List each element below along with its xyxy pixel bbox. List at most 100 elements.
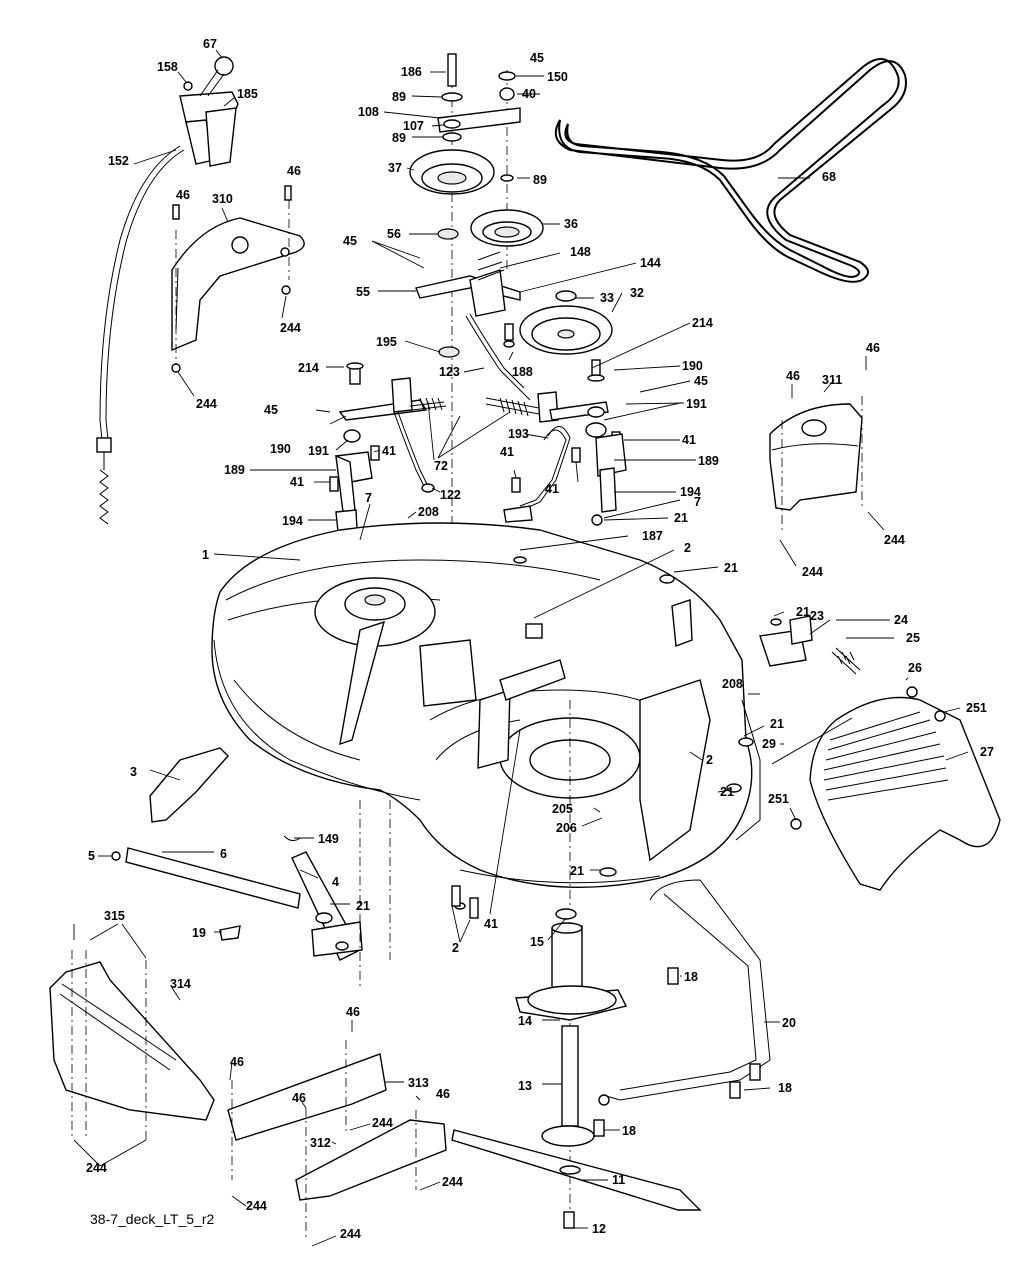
- callout: 26: [908, 661, 922, 675]
- callout: 37: [388, 161, 402, 175]
- callout: 21: [356, 899, 370, 913]
- callout: 244: [802, 565, 823, 579]
- callout: 244: [884, 533, 905, 547]
- callout: 214: [298, 361, 319, 375]
- callout: 206: [556, 821, 577, 835]
- callout: 72: [434, 459, 448, 473]
- callout: 251: [966, 701, 987, 715]
- callout: 6: [220, 847, 227, 861]
- callout: 2: [452, 941, 459, 955]
- front-brackets: [111, 747, 391, 990]
- callout: 314: [170, 977, 191, 991]
- callout: 152: [108, 154, 129, 168]
- right-idler-arm: [485, 359, 627, 526]
- callout: 15: [530, 935, 544, 949]
- callout: 41: [382, 444, 396, 458]
- belt-68-drawing: [554, 57, 907, 283]
- callout: 186: [401, 65, 422, 79]
- callout: 32: [630, 286, 644, 300]
- callout: 208: [722, 677, 743, 691]
- callout: 251: [768, 792, 789, 806]
- callout: 194: [680, 485, 701, 499]
- callout: 205: [552, 802, 573, 816]
- callout: 45: [264, 403, 278, 417]
- callout: 7: [694, 495, 701, 509]
- mower-deck-1-drawing: [211, 522, 761, 889]
- discharge-chute-27: [599, 615, 1001, 891]
- callout: 190: [270, 442, 291, 456]
- callout: 2: [706, 753, 713, 767]
- callout: 21: [796, 605, 810, 619]
- callout: 187: [642, 529, 663, 543]
- callout: 67: [203, 37, 217, 51]
- callout: 24: [894, 613, 908, 627]
- callout: 148: [570, 245, 591, 259]
- callout: 312: [310, 1136, 331, 1150]
- callout: 41: [290, 475, 304, 489]
- cover-311-drawing: [769, 396, 863, 530]
- callout: 244: [372, 1116, 393, 1130]
- callout: 123: [439, 365, 460, 379]
- rear-covers: [49, 950, 447, 1240]
- callout: 27: [980, 745, 994, 759]
- callout: 158: [157, 60, 178, 74]
- callout-labels: 67 158 185 152 46 46 310 244 244 186 45 …: [86, 37, 994, 1241]
- cover-310-drawing: [171, 185, 305, 373]
- callout: 36: [564, 217, 578, 231]
- callout: 194: [282, 514, 303, 528]
- callout: 12: [592, 1222, 606, 1236]
- callout: 25: [906, 631, 920, 645]
- callout: 1: [202, 548, 209, 562]
- callout: 190: [682, 359, 703, 373]
- callout: 23: [810, 609, 824, 623]
- callout: 108: [358, 105, 379, 119]
- callout: 21: [720, 785, 734, 799]
- callout: 2: [684, 541, 691, 555]
- callout: 188: [512, 365, 533, 379]
- callout: 89: [392, 131, 406, 145]
- callout: 45: [530, 51, 544, 65]
- callout: 244: [442, 1175, 463, 1189]
- callout: 208: [418, 505, 439, 519]
- callout: 41: [484, 917, 498, 931]
- control-cable-assembly: [96, 56, 239, 525]
- callout: 45: [694, 374, 708, 388]
- callout: 144: [640, 256, 661, 270]
- callout: 149: [318, 832, 339, 846]
- callout: 20: [782, 1016, 796, 1030]
- callout: 46: [786, 369, 800, 383]
- callout: 214: [692, 316, 713, 330]
- callout: 45: [343, 234, 357, 248]
- callout: 107: [403, 119, 424, 133]
- callout: 46: [866, 341, 880, 355]
- callout: 18: [684, 970, 698, 984]
- callout: 193: [508, 427, 529, 441]
- callout: 185: [237, 87, 258, 101]
- callout: 41: [545, 482, 559, 496]
- callout: 19: [192, 926, 206, 940]
- callout: 40: [522, 87, 536, 101]
- callout: 55: [356, 285, 370, 299]
- callout: 7: [365, 491, 372, 505]
- callout: 89: [392, 90, 406, 104]
- callout: 4: [332, 875, 339, 889]
- callout: 189: [224, 463, 245, 477]
- callout: 14: [518, 1014, 532, 1028]
- callout: 29: [762, 737, 776, 751]
- callout: 41: [500, 445, 514, 459]
- callout: 21: [724, 561, 738, 575]
- callout: 89: [533, 173, 547, 187]
- callout: 11: [612, 1173, 625, 1187]
- callout: 313: [408, 1076, 429, 1090]
- callout: 3: [130, 765, 137, 779]
- callout: 18: [622, 1124, 636, 1138]
- callout: 310: [212, 192, 233, 206]
- callout: 21: [674, 511, 688, 525]
- callout: 21: [570, 864, 584, 878]
- callout: 5: [88, 849, 95, 863]
- callout: 46: [287, 164, 301, 178]
- callout: 56: [387, 227, 401, 241]
- callout: 68: [822, 170, 836, 184]
- callout: 244: [246, 1199, 267, 1213]
- callout: 46: [436, 1087, 450, 1101]
